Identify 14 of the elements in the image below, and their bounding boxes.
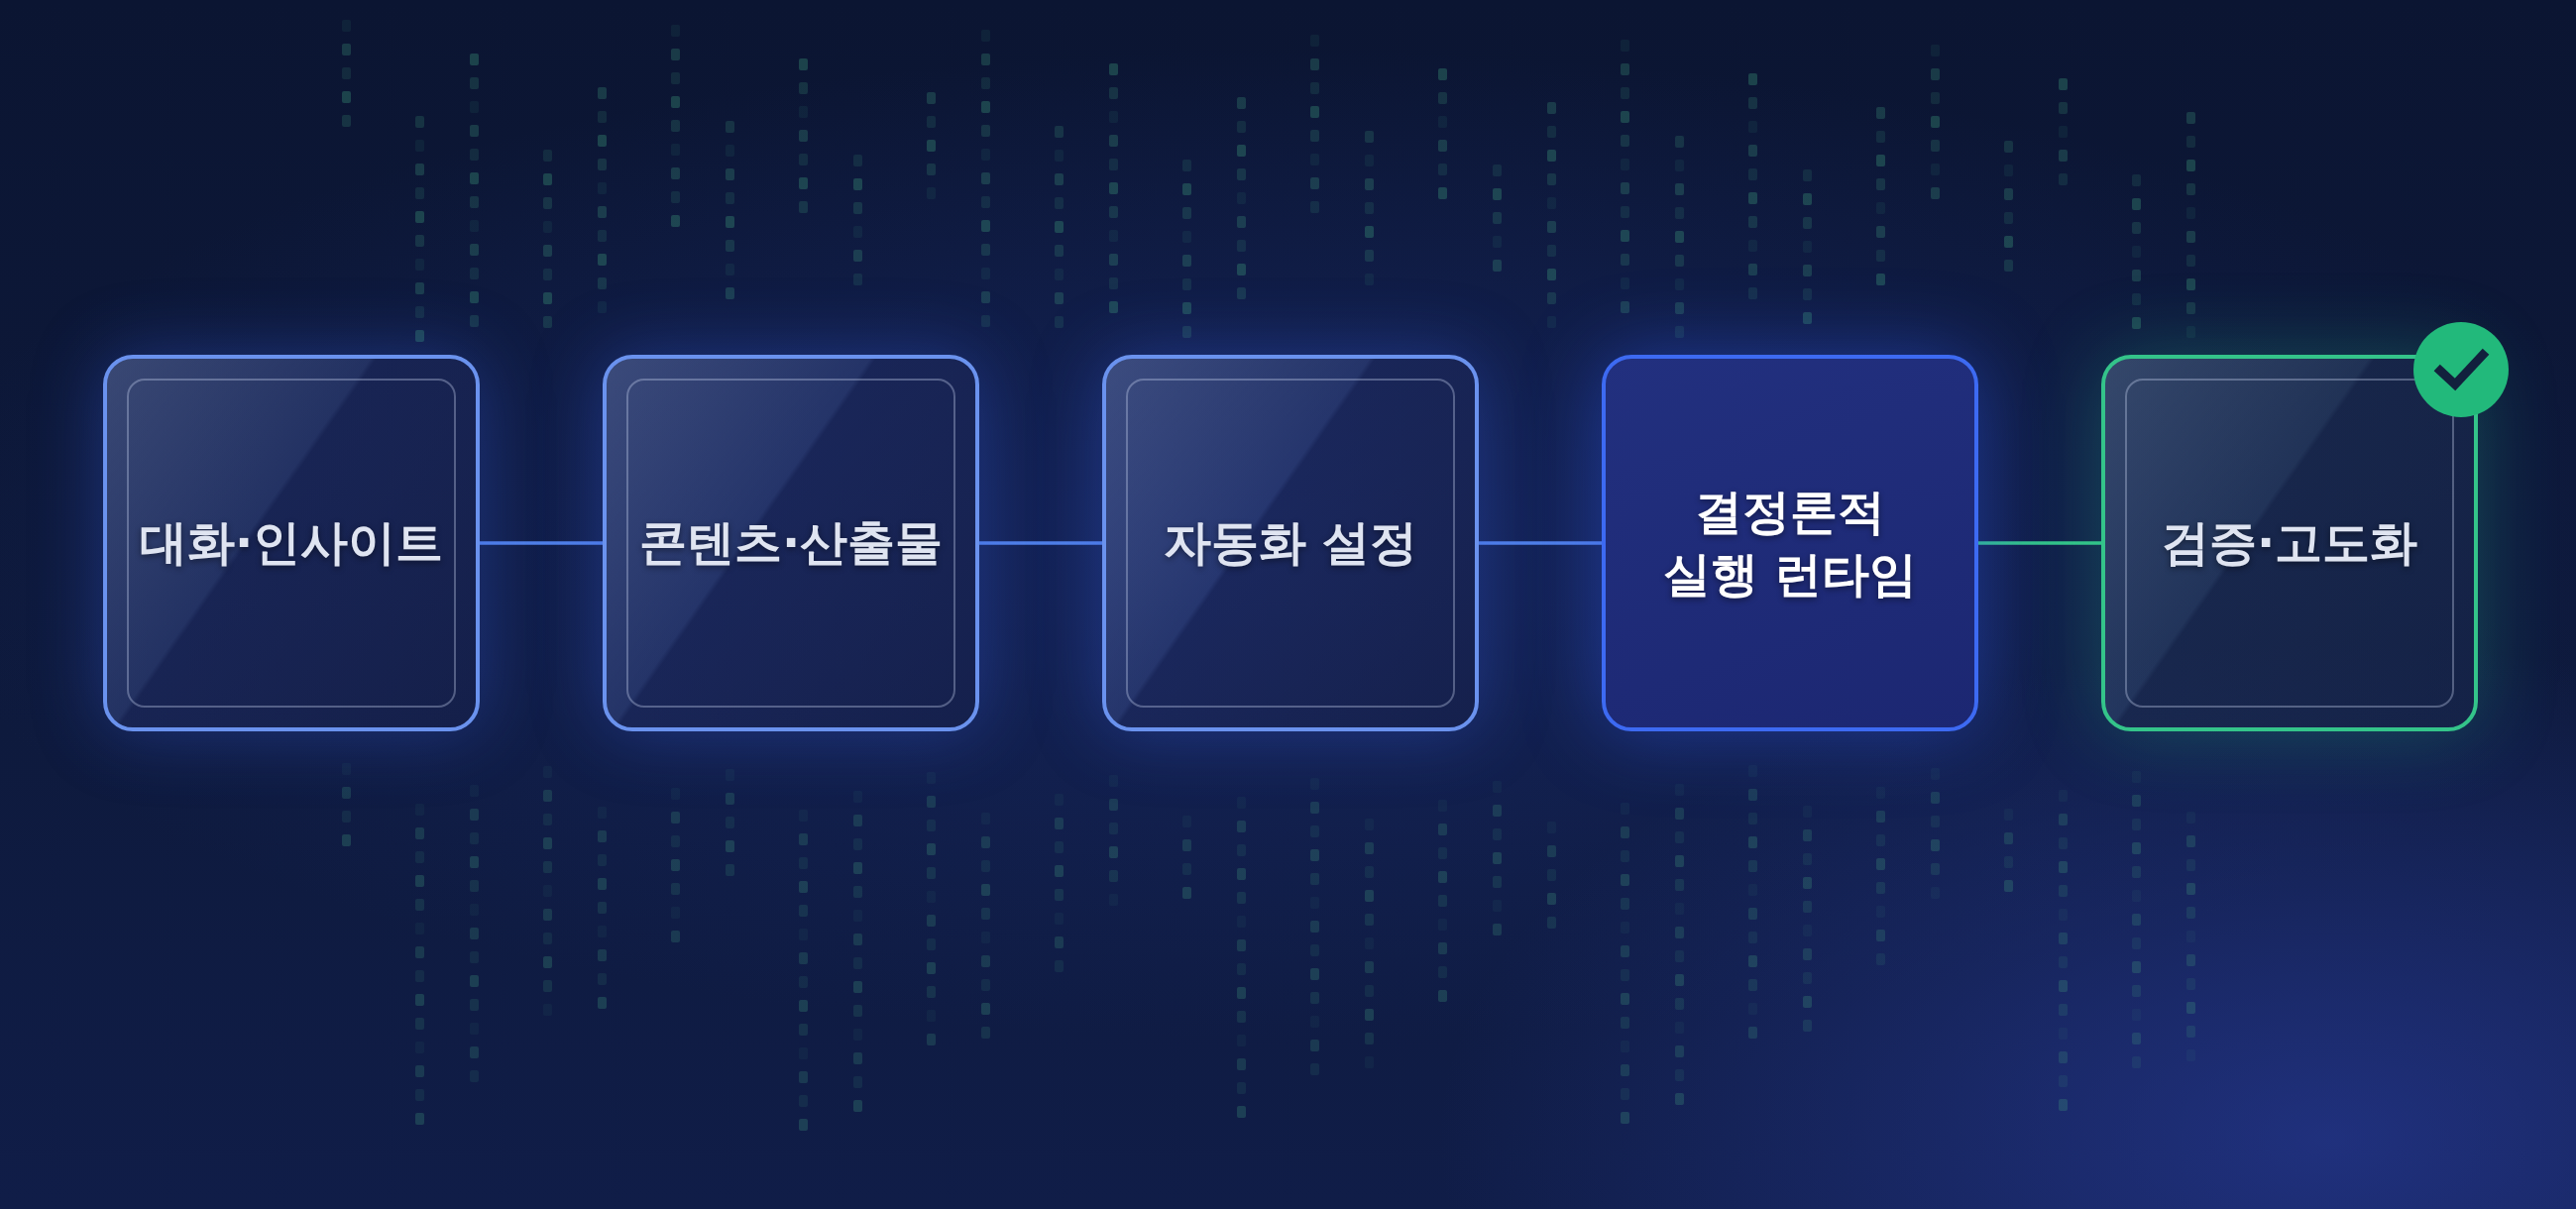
process-box [603,355,979,731]
connector-line [1479,541,1602,545]
process-box [103,355,480,731]
node-label: 콘텐츠·산출물 [638,513,944,573]
process-box [1102,355,1479,731]
connector-line [979,541,1102,545]
node-label: 검증·고도화 [2161,513,2418,573]
node-label: 대화·인사이트 [139,513,444,573]
process-box [2101,355,2478,731]
node-label: 결정론적 실행 런타임 [1661,482,1919,604]
connector-line [480,541,603,545]
node-label: 자동화 설정 [1163,513,1418,573]
connector-line [1978,541,2101,545]
process-box [1602,355,1978,731]
